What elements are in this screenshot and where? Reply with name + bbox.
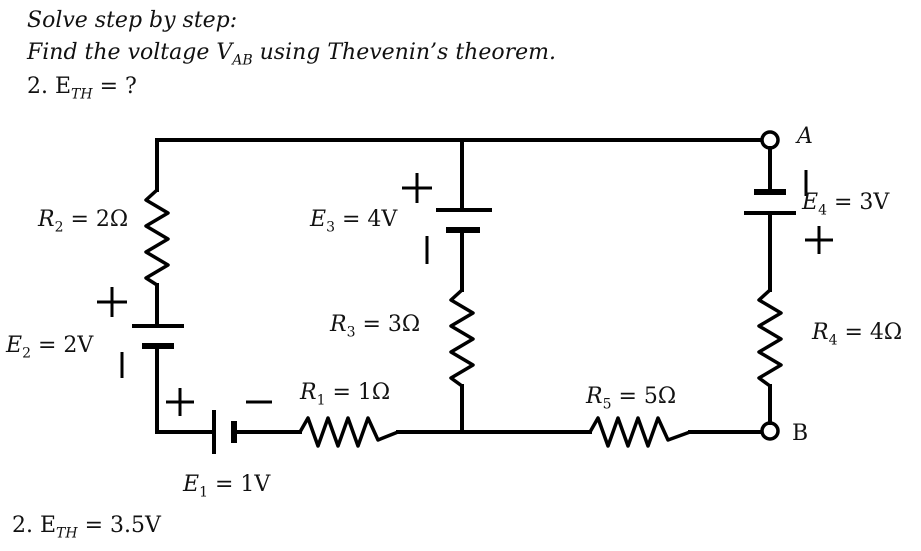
- label-r1-symbol: R: [300, 380, 317, 405]
- question-line-3-subscript: TH: [71, 86, 93, 103]
- label-r5: R5 = 5Ω: [586, 384, 676, 412]
- label-e4-subscript: 4: [818, 202, 827, 219]
- label-e4-value: = 3V: [826, 190, 890, 215]
- label-e2: E2 = 2V: [6, 333, 93, 361]
- question-line-3-prefix: 2. E: [27, 74, 72, 99]
- terminal-a-label: A: [797, 124, 813, 149]
- label-r3: R3 = 3Ω: [330, 312, 420, 340]
- label-r5-value: = 5Ω: [611, 384, 677, 409]
- label-r1: R1 = 1Ω: [300, 380, 390, 408]
- terminal-a[interactable]: [760, 130, 780, 150]
- label-r1-value: = 1Ω: [325, 380, 391, 405]
- label-r2: R2 = 2Ω: [38, 207, 128, 235]
- label-r1-subscript: 1: [316, 392, 326, 409]
- resistor-r3: [449, 288, 475, 388]
- label-r4-symbol: R: [812, 320, 829, 345]
- label-e2-subscript: 2: [22, 345, 31, 362]
- label-r3-subscript: 3: [346, 324, 356, 341]
- answer-line: 2. ETH = 3.5V: [12, 513, 161, 541]
- polarity-marks: [97, 170, 833, 416]
- label-e3-symbol: E: [310, 207, 327, 232]
- label-r4: R4 = 4Ω: [812, 320, 902, 348]
- label-r4-value: = 4Ω: [837, 320, 903, 345]
- resistor-r2: [144, 188, 170, 287]
- label-e1-subscript: 1: [199, 484, 208, 501]
- question-line-1: Solve step by step:: [27, 8, 238, 33]
- terminal-a-text: A: [797, 124, 813, 149]
- terminal-b-label: B: [792, 421, 808, 446]
- label-e1: E1 = 1V: [183, 472, 270, 500]
- label-r5-symbol: R: [586, 384, 603, 409]
- label-e4-symbol: E: [802, 190, 819, 215]
- label-e3: E3 = 4V: [310, 207, 397, 235]
- question-line-3-suffix: = ?: [92, 74, 137, 99]
- label-r4-subscript: 4: [828, 332, 838, 349]
- label-e1-symbol: E: [183, 472, 200, 497]
- resistor-r1: [298, 416, 399, 448]
- question-line-2-subscript: AB: [232, 52, 253, 69]
- label-e2-value: = 2V: [30, 333, 94, 358]
- answer-subscript: TH: [56, 525, 78, 542]
- label-e1-value: = 1V: [207, 472, 271, 497]
- question-line-3: 2. ETH = ?: [27, 74, 137, 102]
- answer-value: = 3.5V: [77, 513, 161, 538]
- label-r2-value: = 2Ω: [63, 207, 129, 232]
- label-r3-value: = 3Ω: [355, 312, 421, 337]
- label-e2-symbol: E: [6, 333, 23, 358]
- question-line-2: Find the voltage VAB using Thevenin’s th…: [27, 40, 556, 68]
- label-r2-symbol: R: [38, 207, 55, 232]
- resistor-r4: [757, 288, 783, 388]
- terminal-b[interactable]: [760, 421, 780, 441]
- label-r3-symbol: R: [330, 312, 347, 337]
- terminal-b-text: B: [792, 421, 809, 446]
- label-r2-subscript: 2: [54, 219, 64, 236]
- answer-prefix: 2. E: [12, 513, 57, 538]
- label-r5-subscript: 5: [602, 396, 612, 413]
- question-line-2-prefix: Find the voltage V: [27, 40, 233, 65]
- label-e3-value: = 4V: [334, 207, 398, 232]
- label-e4: E4 = 3V: [802, 190, 889, 218]
- question-line-2-suffix: using Thevenin’s theorem.: [252, 40, 556, 65]
- resistor-r5: [588, 416, 691, 448]
- label-e3-subscript: 3: [326, 219, 335, 236]
